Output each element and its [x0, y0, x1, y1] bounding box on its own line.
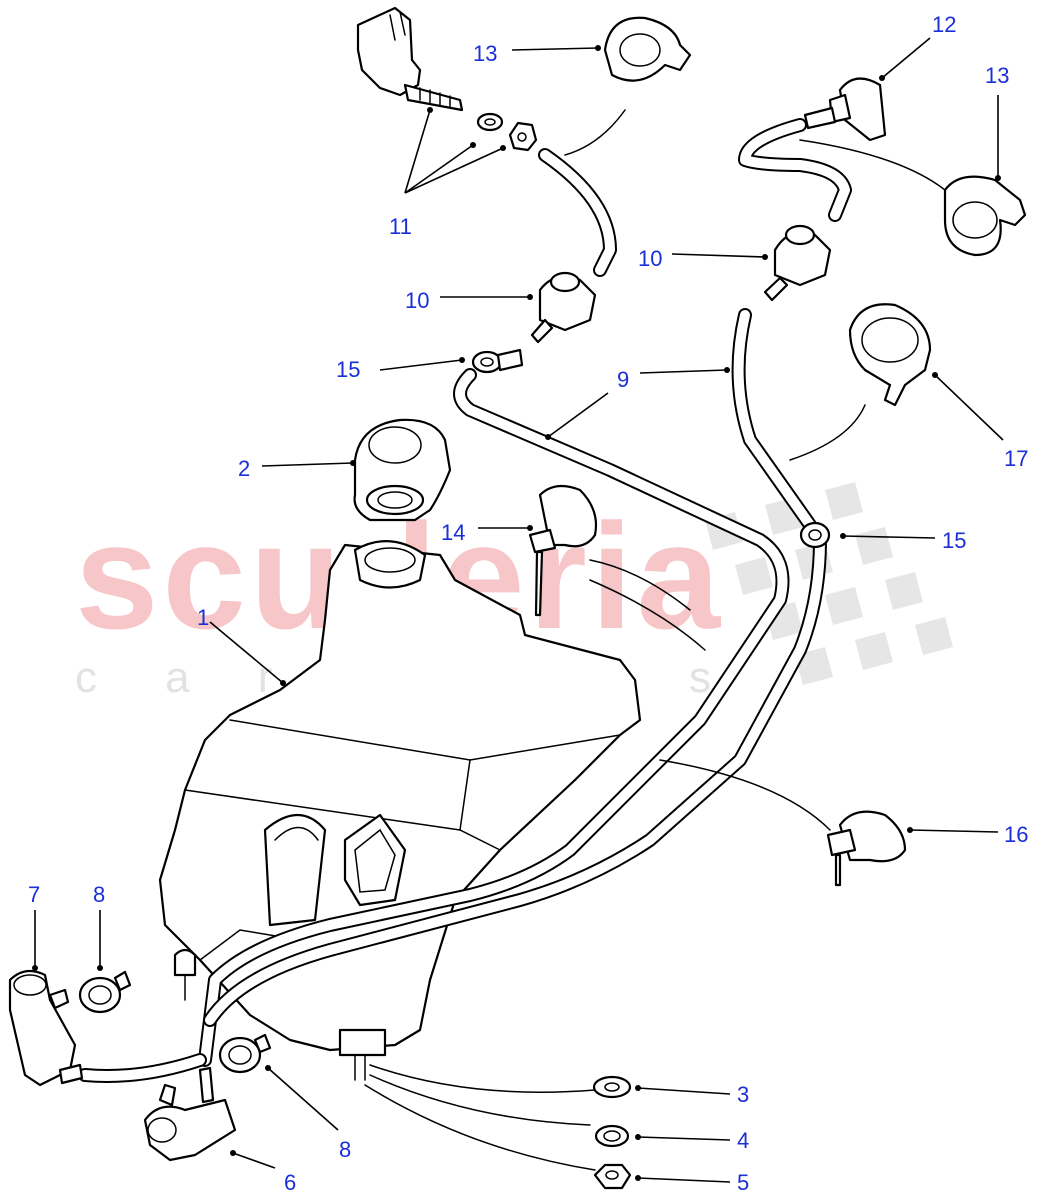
callout-8-front: 8 — [93, 882, 105, 907]
washer-pump-rear — [143, 1066, 237, 1162]
pump-grommet-front — [78, 970, 132, 1014]
washer-jet-left — [356, 6, 538, 152]
cable-tie-upper — [528, 484, 598, 617]
callout-11: 11 — [389, 214, 412, 239]
callout-13-left: 13 — [473, 41, 497, 66]
callout-10-right: 10 — [638, 246, 662, 271]
leader-lines — [32, 37, 1004, 1183]
washer-hose-main — [78, 118, 852, 1083]
callout-2: 2 — [238, 456, 250, 481]
callout-15-left: 15 — [336, 357, 360, 382]
pump-grommet-rear — [218, 1033, 272, 1074]
callout-16: 16 — [1004, 822, 1028, 847]
non-return-valve-left — [530, 271, 597, 344]
flat-washer — [592, 1075, 632, 1099]
relation-arcs — [364, 109, 946, 1171]
callout-5: 5 — [737, 1170, 749, 1195]
callout-9: 9 — [617, 367, 629, 392]
callout-labels: 1 2 3 4 5 6 7 8 8 9 10 10 11 12 13 13 14… — [28, 12, 1028, 1195]
grommet-left — [471, 348, 524, 374]
washer-jet-right — [803, 77, 887, 142]
hose-clip-top-right — [943, 175, 1027, 257]
hose-clip-top-left — [603, 16, 692, 82]
callout-12: 12 — [932, 12, 956, 37]
callout-15-right: 15 — [942, 528, 966, 553]
callout-8-rear: 8 — [339, 1137, 351, 1162]
cable-tie-lower — [826, 810, 907, 887]
non-return-valve-right — [763, 224, 832, 302]
filler-cap — [353, 418, 452, 522]
spring-washer — [594, 1124, 630, 1148]
callout-10-left: 10 — [405, 288, 429, 313]
checkered-flag-icon — [705, 482, 953, 685]
washer-pump-front — [8, 969, 84, 1087]
callout-3: 3 — [737, 1082, 749, 1107]
callout-13-right: 13 — [985, 63, 1009, 88]
callout-14: 14 — [441, 520, 465, 545]
callout-17: 17 — [1004, 446, 1028, 471]
hose-clip-right — [848, 303, 932, 407]
hex-nut — [593, 1163, 632, 1190]
callout-4: 4 — [737, 1128, 749, 1153]
callout-7: 7 — [28, 882, 40, 907]
grommet-right — [799, 521, 831, 549]
callout-6: 6 — [284, 1170, 296, 1195]
callout-1: 1 — [197, 605, 209, 630]
